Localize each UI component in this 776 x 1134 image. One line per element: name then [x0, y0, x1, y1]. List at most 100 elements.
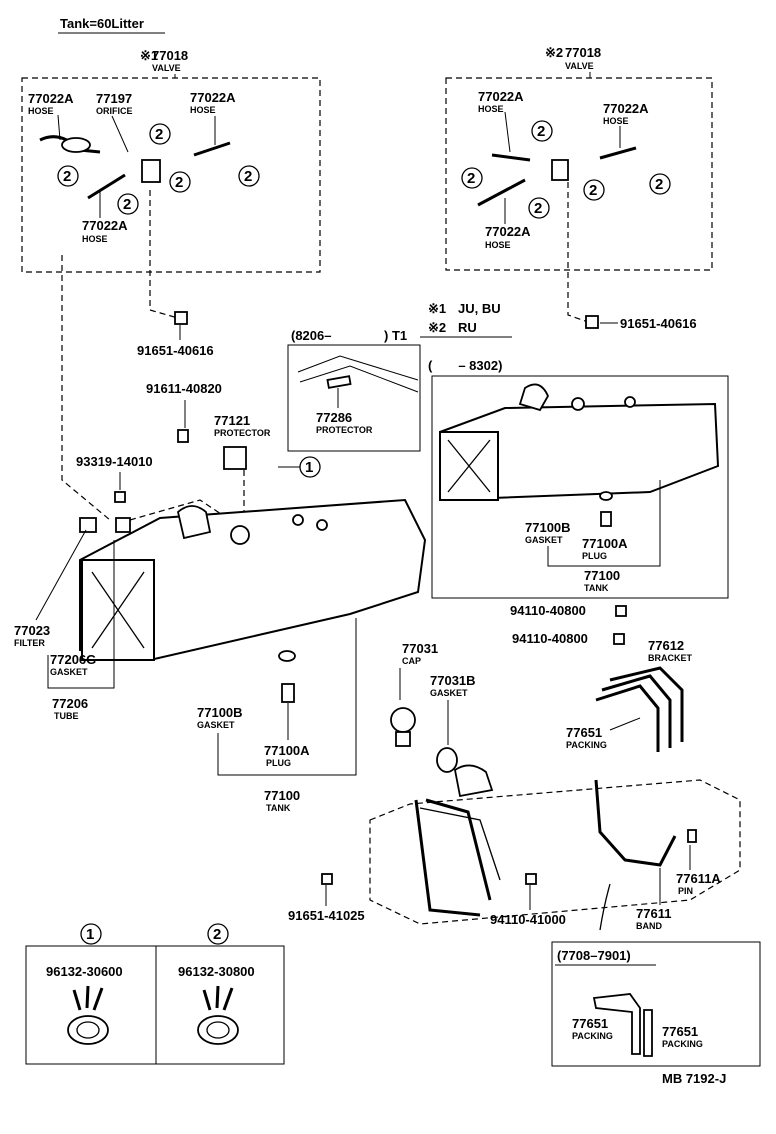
clip-callout-r2-text: 2 — [467, 170, 475, 187]
inset-tank-bracket — [547, 480, 661, 567]
clip-callout-r3-text: 2 — [534, 200, 542, 217]
valve-body-left — [141, 159, 161, 183]
lower-tank-assembly: 91651-41025 94110-41000 77611A PIN 77611… — [288, 764, 741, 931]
clip-callout-l5 — [117, 193, 139, 215]
hose-label-4: 77022A — [478, 89, 524, 104]
valve-left-name: VALVE — [152, 63, 181, 73]
hose-part-3 — [87, 173, 126, 200]
inset-t1-part-number: 77286 — [316, 410, 352, 425]
cap-gasket-part — [436, 747, 458, 773]
note-2-text: RU — [458, 320, 477, 335]
filter-part — [79, 517, 97, 533]
clip-callout-l5-text: 2 — [123, 196, 131, 213]
inset-t1-protector: (8206– ) T1 77286 PROTECTOR — [287, 328, 421, 452]
filter-part-number: 77023 — [14, 623, 50, 638]
valve-group-right: ※2 77018 VALVE 77022A HOSE 77022A HOSE 7… — [445, 45, 713, 271]
inset-tank-filler — [518, 383, 550, 412]
bracket-part-3 — [595, 684, 660, 752]
bracket-tank — [217, 618, 357, 776]
nut-part-b — [613, 633, 625, 645]
bolt-part-2 — [585, 315, 599, 329]
inset-packing-2-number: 77651 — [662, 1024, 698, 1039]
hose-label-3: 77022A — [82, 218, 128, 233]
bolt-91611-40820: 91611-40820 — [146, 381, 222, 396]
note-1-mark: ※1 — [428, 301, 446, 316]
vehicle-code-notes: ※1 JU, BU ※2 RU — [420, 301, 512, 338]
inset-t1-suffix: ) T1 — [384, 328, 407, 343]
clip-box-1: 1 96132-30600 — [25, 923, 157, 1065]
clip-box-2-callout — [207, 923, 229, 945]
inset-packing-1-number: 77651 — [572, 1016, 608, 1031]
hose-name-6: HOSE — [485, 240, 511, 250]
note-1-text: JU, BU — [458, 301, 501, 316]
bracket-group: 77612 BRACKET 77651 PACKING — [566, 638, 693, 752]
main-tank-assembly: 77023 FILTER 77206G GASKET 77206 TUBE 77… — [14, 255, 427, 813]
band-front-3 — [419, 807, 501, 881]
leader-hose1 — [57, 114, 61, 141]
lower-tank-filler — [454, 764, 494, 798]
clip-2-ring — [197, 1015, 239, 1045]
bracket-name: BRACKET — [648, 653, 693, 663]
plug-a-number: 77100A — [264, 743, 310, 758]
clip-callout-l2 — [169, 171, 191, 193]
pin-number: 77611A — [676, 871, 721, 886]
leader-hose4 — [504, 111, 511, 153]
bolt-91651-41025: 91651-41025 — [288, 908, 365, 923]
inset-plug-name: PLUG — [582, 551, 607, 561]
dash-tube-link — [129, 499, 246, 531]
valve-left-ref: ※1 — [140, 48, 158, 63]
band-front-2 — [425, 798, 492, 901]
orifice-part — [61, 137, 91, 153]
bolt-part-3 — [177, 429, 189, 443]
band-rear — [594, 779, 677, 867]
clip-box-1-no: 1 — [86, 926, 94, 943]
clip-callout-l3-text: 2 — [244, 168, 252, 185]
inset-plug-part — [600, 511, 612, 527]
hose-part-4 — [491, 153, 531, 162]
cap-gasket-number: 77031B — [430, 673, 476, 688]
dash-valve-left-down — [61, 255, 111, 521]
clip-1-ring — [67, 1015, 109, 1045]
protector-77121-name: PROTECTOR — [214, 428, 271, 438]
bracket-part-1 — [609, 666, 684, 742]
gasket-g-number: 77206G — [50, 652, 96, 667]
inset-gasket-name: GASKET — [525, 535, 563, 545]
inset-packing-part-2 — [643, 1009, 653, 1057]
plug-a-part — [281, 683, 295, 703]
valve-body-right — [551, 159, 569, 181]
hose-label-1: 77022A — [28, 91, 74, 106]
inset-t1-tank-edge-2 — [299, 365, 419, 393]
tube-name: TUBE — [54, 711, 79, 721]
inset-tank-port — [624, 396, 636, 408]
protector-77121-part — [223, 446, 247, 470]
tank-capacity-note: Tank=60Litter — [60, 16, 144, 31]
gasket-g-name: GASKET — [50, 667, 88, 677]
packing-number-top: 77651 — [566, 725, 602, 740]
band-name: BAND — [636, 921, 662, 931]
inset-packing-1-name: PACKING — [572, 1031, 613, 1041]
main-tank-port-1 — [292, 514, 304, 526]
nut-part-a — [615, 605, 627, 617]
gasket-b-number: 77100B — [197, 705, 243, 720]
main-tank-port-2 — [316, 519, 328, 531]
bracket-part-2 — [601, 674, 672, 748]
nut-part-c — [525, 873, 537, 885]
inset-plug-number: 77100A — [582, 536, 628, 551]
nut-94110-41000: 94110-41000 — [490, 912, 566, 927]
inset-7708-range: (7708–7901) — [557, 948, 631, 963]
bolt-93319-14010: 93319-14010 — [76, 454, 153, 469]
clip-callout-l2-text: 2 — [175, 174, 183, 191]
main-tank-valve-seat — [230, 525, 250, 545]
hose-name-1: HOSE — [28, 106, 54, 116]
inset-8302-tank: ( – 8302) 77100B GASKET 77100A PLUG 7710… — [428, 358, 729, 599]
clip-1-tabs — [72, 985, 104, 1011]
tank-name: TANK — [266, 803, 291, 813]
plug-a-name: PLUG — [266, 758, 291, 768]
cap-body-part — [395, 731, 411, 747]
filter-name: FILTER — [14, 638, 45, 648]
main-tank-filler-neck — [177, 505, 212, 540]
bracket-tube — [47, 540, 115, 689]
clip-callout-r5-text: 2 — [655, 176, 663, 193]
bolt-91651-40616-right: 91651-40616 — [620, 316, 697, 331]
